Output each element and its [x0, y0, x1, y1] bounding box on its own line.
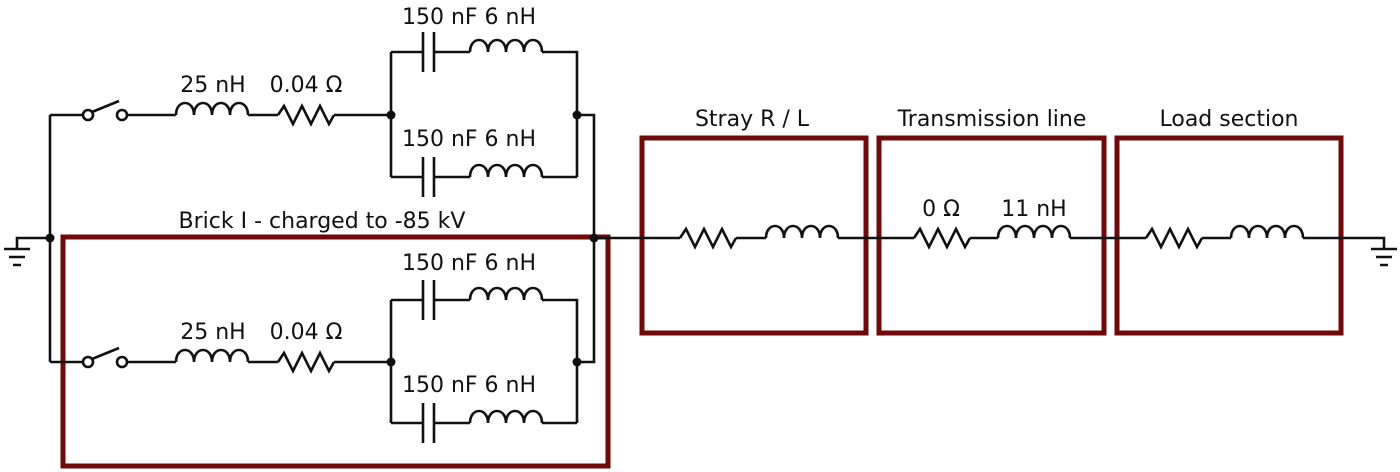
inductor-icon [468, 409, 544, 425]
bottom-inductor-label: 25 nH [180, 320, 245, 345]
load-section-box [1114, 135, 1344, 336]
brick-section-box [60, 234, 611, 469]
inductor-icon [468, 163, 544, 179]
tl-inductor-label: 11 nH [1001, 197, 1066, 222]
inductor-icon [174, 101, 250, 117]
load-section-title: Load section [1159, 107, 1298, 132]
cap-label: 150 nF 6 nH [402, 5, 536, 30]
inductor-icon [996, 224, 1072, 240]
capacitor-icon [421, 280, 436, 320]
bottom-resistor-label: 0.04 Ω [270, 320, 343, 345]
tl-resistor-label: 0 Ω [922, 197, 960, 222]
transmission-line-section-box [876, 135, 1107, 336]
inductor-icon [764, 224, 840, 240]
inductor-icon [468, 286, 544, 302]
resistor-icon [678, 227, 738, 249]
capacitor-icon [421, 403, 436, 443]
capacitor-icon [421, 157, 436, 197]
cap-label: 150 nF 6 nH [402, 127, 536, 152]
bottom-branch [50, 280, 582, 443]
cap-label: 150 nF 6 nH [402, 251, 536, 276]
resistor-icon [1144, 227, 1204, 249]
resistor-icon [276, 104, 336, 126]
stray-section-box [639, 135, 869, 336]
brick-label: Brick I - charged to -85 kV [179, 209, 466, 234]
top-resistor-label: 0.04 Ω [270, 73, 343, 98]
resistor-icon [276, 351, 336, 373]
top-inductor-label: 25 nH [180, 73, 245, 98]
capacitor-icon [421, 32, 436, 72]
stray-section-title: Stray R / L [695, 107, 810, 132]
inductor-icon [1229, 224, 1305, 240]
cap-label: 150 nF 6 nH [402, 373, 536, 398]
switch-icon [81, 99, 129, 122]
ground-icon-left [4, 236, 50, 267]
ground-icon-right [1371, 247, 1397, 267]
resistor-icon [912, 227, 972, 249]
junction-dot [45, 233, 55, 243]
switch-icon [81, 346, 129, 369]
inductor-icon [174, 348, 250, 364]
inductor-icon [468, 38, 544, 54]
transmission-line-section-title: Transmission line [897, 107, 1087, 132]
